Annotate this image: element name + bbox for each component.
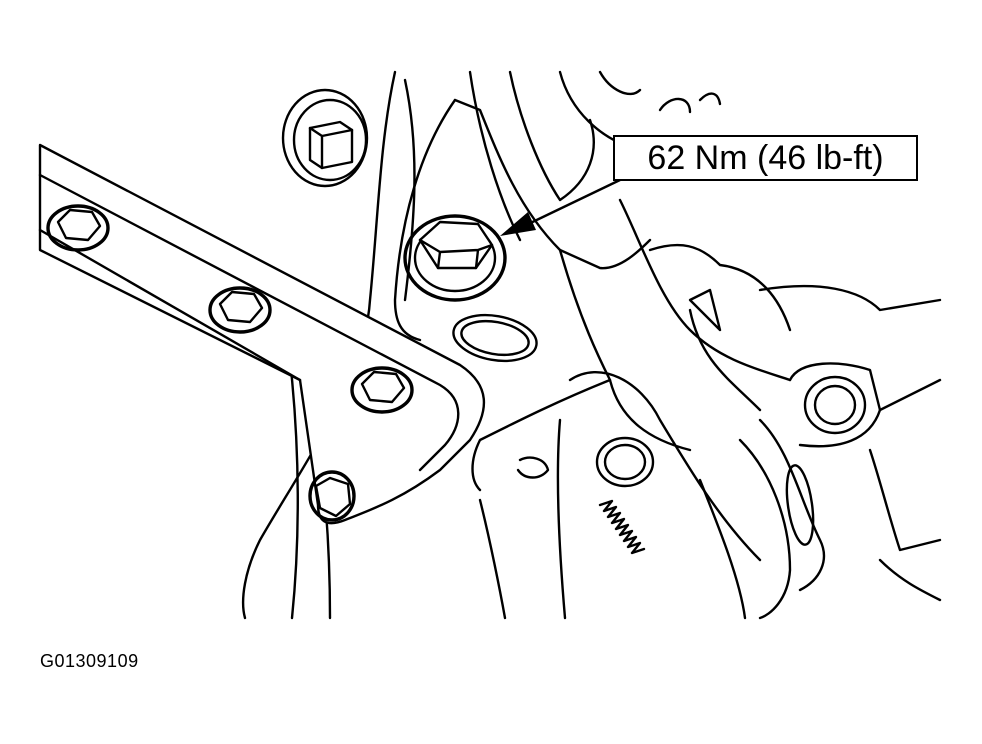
- rail-bolt: [308, 470, 356, 522]
- boss-with-plug: [281, 88, 369, 188]
- pan-rail: [38, 143, 485, 525]
- mount-bracket: [393, 98, 692, 492]
- torque-callout: 62 Nm (46 lb-ft): [613, 135, 918, 181]
- rail-bolt: [208, 286, 272, 334]
- flexplate: [478, 370, 762, 620]
- rail-bolt: [46, 204, 110, 252]
- mount-bolt: [403, 214, 507, 302]
- transmission-housing: [618, 198, 942, 620]
- figure-id-label: G01309109: [40, 651, 139, 671]
- arrow-pointer-icon: [500, 178, 621, 236]
- rail-bolt: [350, 366, 414, 414]
